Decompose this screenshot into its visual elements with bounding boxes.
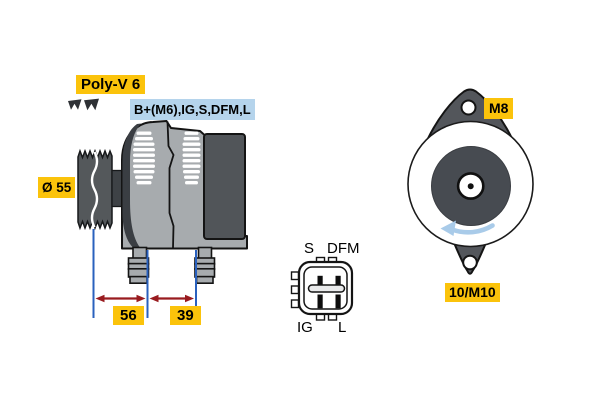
connector-pins xyxy=(317,275,341,309)
front-bracket-shade xyxy=(122,123,141,248)
dimension-arrows xyxy=(95,294,194,303)
rear-cover xyxy=(203,133,246,240)
connector-pin-l-label: L xyxy=(338,319,347,336)
mounting-foot-right xyxy=(194,246,216,285)
mounting-hole-bottom xyxy=(462,254,478,271)
plug-connector-diagram xyxy=(290,256,354,321)
belt-profile-icon xyxy=(68,98,99,111)
cooling-vents-front xyxy=(133,131,155,185)
terminals-label: B+(M6),IG,S,DFM,L xyxy=(130,99,255,120)
pulley-diameter-label: Ø 55 xyxy=(38,177,76,198)
rear-view xyxy=(407,88,534,275)
pulley-side-view xyxy=(77,148,124,231)
connector-pin-dfm-label: DFM xyxy=(327,240,360,257)
connector-pin-s-label: S xyxy=(304,240,315,257)
connector-key-bar xyxy=(307,284,346,293)
connector-pin-ig-label: IG xyxy=(297,319,313,336)
connector-tabs xyxy=(290,256,338,321)
mounting-foot-left xyxy=(127,246,150,285)
mount-top-label: M8 xyxy=(484,98,514,119)
dimension-39-label: 39 xyxy=(170,306,201,325)
pulley-break-line xyxy=(90,151,99,228)
belt-type-label: Poly-V 6 xyxy=(76,75,146,94)
rotation-direction-icon xyxy=(440,220,495,236)
mounting-hole-top xyxy=(460,99,477,116)
cooling-vents-rear xyxy=(182,131,201,185)
shaft-center-dot xyxy=(467,183,474,190)
mount-bottom-label: 10/M10 xyxy=(445,283,500,302)
pulley-shaft xyxy=(111,169,124,208)
dimension-56-label: 56 xyxy=(113,306,144,325)
housing-seam xyxy=(166,121,175,249)
connector-inner-shell xyxy=(303,266,348,310)
